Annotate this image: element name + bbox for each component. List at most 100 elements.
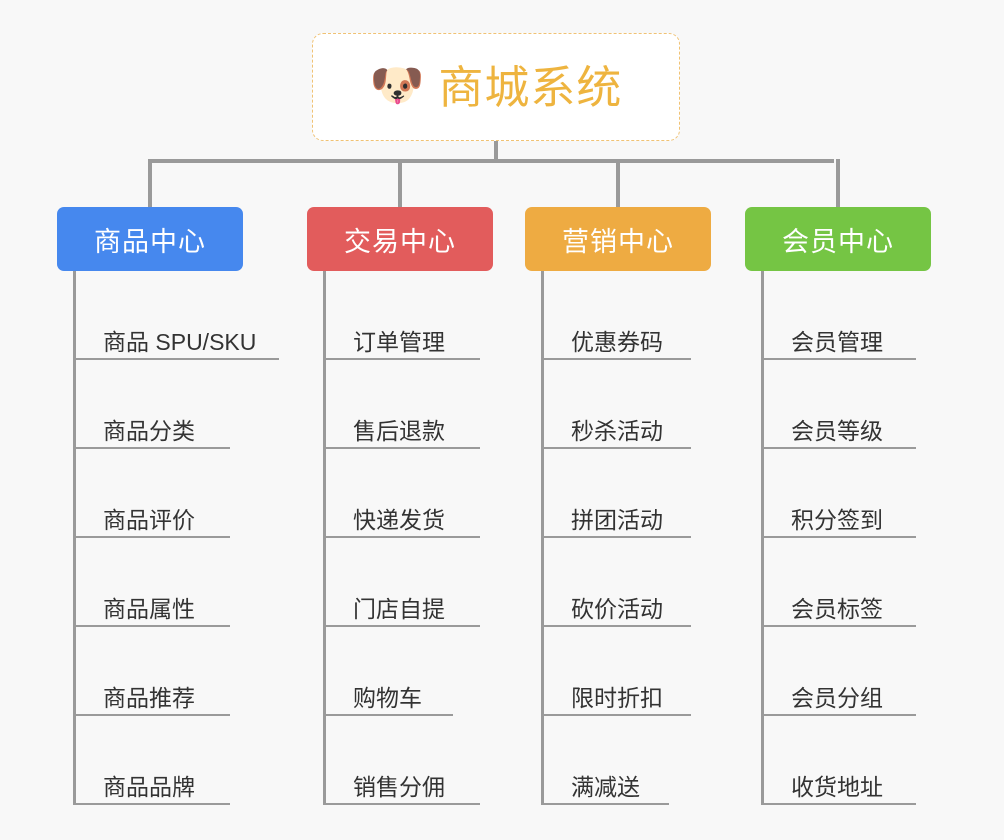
leaf-underline [323, 358, 480, 360]
category-header-member-center[interactable]: 会员中心 [745, 207, 931, 271]
leaf-item-label: 销售分佣 [353, 773, 445, 800]
leaf-item-label: 商品品牌 [103, 773, 195, 800]
branch-trunk [73, 271, 76, 805]
leaf-item-label: 砍价活动 [571, 595, 663, 622]
root-title: 商城系统 [438, 61, 623, 113]
connector-bus [148, 159, 834, 163]
leaf-item[interactable]: 商品分类 [73, 360, 243, 449]
leaf-item-label: 满减送 [571, 773, 640, 800]
leaf-item-label: 购物车 [353, 684, 422, 711]
category-header-product-center[interactable]: 商品中心 [57, 207, 243, 271]
category-header-label: 会员中心 [782, 226, 894, 257]
leaf-item[interactable]: 商品 SPU/SKU [73, 271, 279, 360]
category-header-label: 交易中心 [344, 226, 456, 257]
leaf-underline [541, 447, 691, 449]
leaf-item[interactable]: 满减送 [541, 716, 711, 805]
leaf-item[interactable]: 销售分佣 [323, 716, 493, 805]
connector-drop-member-center [836, 159, 840, 207]
leaf-item[interactable]: 积分签到 [761, 449, 931, 538]
leaf-item-label: 商品属性 [103, 595, 195, 622]
leaf-item[interactable]: 商品属性 [73, 538, 243, 627]
connector-drop-trade-center [398, 159, 402, 207]
leaf-item[interactable]: 订单管理 [323, 271, 493, 360]
branch-trade-center: 订单管理售后退款快递发货门店自提购物车销售分佣 [323, 271, 493, 805]
leaf-item[interactable]: 商品推荐 [73, 627, 243, 716]
leaf-underline [323, 714, 453, 716]
leaf-underline [73, 625, 230, 627]
leaf-item[interactable]: 售后退款 [323, 360, 493, 449]
leaf-underline [761, 447, 916, 449]
branch-trunk [323, 271, 326, 805]
leaf-underline [541, 625, 691, 627]
leaf-item[interactable]: 会员等级 [761, 360, 931, 449]
leaf-item[interactable]: 秒杀活动 [541, 360, 711, 449]
category-header-label: 商品中心 [94, 226, 206, 257]
leaf-underline [73, 714, 230, 716]
column-trade-center: 交易中心订单管理售后退款快递发货门店自提购物车销售分佣 [307, 207, 493, 805]
leaf-item-label: 限时折扣 [571, 684, 663, 711]
branch-marketing-center: 优惠券码秒杀活动拼团活动砍价活动限时折扣满减送 [541, 271, 711, 805]
leaf-underline [73, 447, 230, 449]
leaf-item[interactable]: 购物车 [323, 627, 493, 716]
leaf-underline [73, 803, 230, 805]
leaf-item-label: 商品 SPU/SKU [103, 328, 257, 355]
leaf-underline [761, 714, 916, 716]
branch-product-center: 商品 SPU/SKU 商品分类商品评价商品属性商品推荐商品品牌 [73, 271, 279, 805]
leaf-item[interactable]: 拼团活动 [541, 449, 711, 538]
leaf-item[interactable]: 会员管理 [761, 271, 931, 360]
leaf-item[interactable]: 会员分组 [761, 627, 931, 716]
column-marketing-center: 营销中心优惠券码秒杀活动拼团活动砍价活动限时折扣满减送 [525, 207, 711, 805]
leaf-item[interactable]: 会员标签 [761, 538, 931, 627]
leaf-item-label: 商品评价 [103, 506, 195, 533]
leaf-underline [761, 358, 916, 360]
leaf-underline [541, 536, 691, 538]
leaf-item[interactable]: 商品评价 [73, 449, 243, 538]
leaf-underline [323, 803, 480, 805]
leaf-item-label: 会员等级 [791, 417, 883, 444]
leaf-item[interactable]: 砍价活动 [541, 538, 711, 627]
leaf-underline [323, 625, 480, 627]
leaf-underline [761, 536, 916, 538]
root-node[interactable]: 🐶 商城系统 [312, 33, 680, 141]
leaf-underline [541, 803, 669, 805]
leaf-item[interactable]: 限时折扣 [541, 627, 711, 716]
leaf-item-label: 商品推荐 [103, 684, 195, 711]
leaf-underline [541, 714, 691, 716]
leaf-item[interactable]: 收货地址 [761, 716, 931, 805]
leaf-underline [541, 358, 691, 360]
branch-member-center: 会员管理会员等级积分签到会员标签会员分组收货地址 [761, 271, 931, 805]
leaf-item-label: 积分签到 [791, 506, 883, 533]
leaf-item-label: 门店自提 [353, 595, 445, 622]
column-member-center: 会员中心会员管理会员等级积分签到会员标签会员分组收货地址 [745, 207, 931, 805]
leaf-underline [323, 447, 480, 449]
connector-drop-marketing-center [616, 159, 620, 207]
leaf-item-label: 秒杀活动 [571, 417, 663, 444]
dog-face-icon: 🐶 [369, 61, 425, 110]
column-product-center: 商品中心商品 SPU/SKU 商品分类商品评价商品属性商品推荐商品品牌 [57, 207, 279, 805]
leaf-underline [73, 536, 230, 538]
leaf-item[interactable]: 优惠券码 [541, 271, 711, 360]
leaf-underline [73, 358, 279, 360]
leaf-item[interactable]: 门店自提 [323, 538, 493, 627]
leaf-underline [323, 536, 480, 538]
branch-trunk [541, 271, 544, 805]
leaf-item-label: 收货地址 [791, 773, 883, 800]
leaf-item-label: 优惠券码 [571, 328, 663, 355]
connector-stem [494, 141, 498, 162]
leaf-item-label: 会员分组 [791, 684, 883, 711]
leaf-item[interactable]: 快递发货 [323, 449, 493, 538]
leaf-underline [761, 625, 916, 627]
connector-drop-product-center [148, 159, 152, 207]
leaf-item-label: 快递发货 [353, 506, 445, 533]
leaf-item-label: 会员标签 [791, 595, 883, 622]
branch-trunk [761, 271, 764, 805]
leaf-item-label: 商品分类 [103, 417, 195, 444]
leaf-item-label: 售后退款 [353, 417, 445, 444]
leaf-underline [761, 803, 916, 805]
leaf-item[interactable]: 商品品牌 [73, 716, 243, 805]
category-header-trade-center[interactable]: 交易中心 [307, 207, 493, 271]
leaf-item-label: 订单管理 [353, 328, 445, 355]
leaf-item-label: 拼团活动 [571, 506, 663, 533]
category-header-marketing-center[interactable]: 营销中心 [525, 207, 711, 271]
